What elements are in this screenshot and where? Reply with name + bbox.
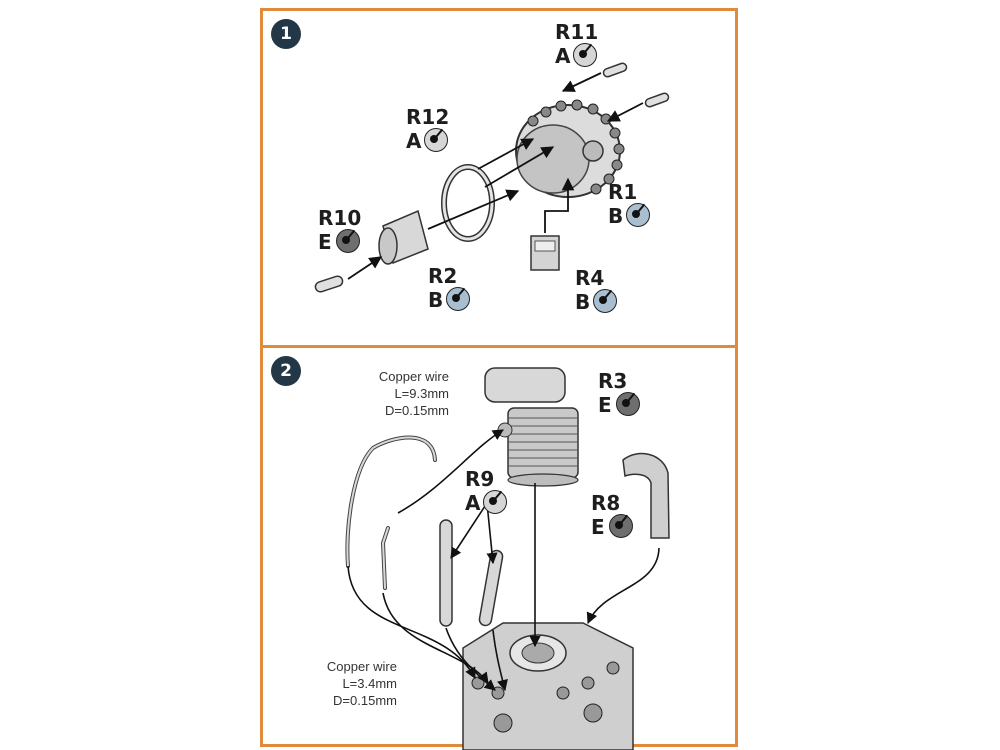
arrow-pin-lower — [606, 102, 644, 122]
bracket-part — [530, 235, 560, 271]
paint-finish-icon — [483, 490, 507, 514]
arrow-ring-to-crankcase-lower — [484, 146, 555, 188]
arrow-cone-to-ring — [427, 189, 520, 230]
finish-letter: A — [406, 129, 422, 153]
shaft-part — [314, 275, 344, 293]
step-1-badge: 1 — [271, 19, 301, 49]
arrow-bracket-to-crankcase — [544, 177, 575, 233]
wire-length: L=3.4mm — [342, 676, 397, 691]
arrow-exhaust-to-base — [586, 547, 660, 625]
paint-finish-icon — [593, 289, 617, 313]
part-code: R11 — [555, 20, 599, 44]
finish-letter: B — [608, 204, 624, 228]
part-code: R4 — [575, 266, 605, 290]
paint-finish-icon — [616, 392, 640, 416]
arrow-right-pushrod-to-base — [492, 629, 508, 692]
part-code: R2 — [428, 264, 458, 288]
pushrod-part-right — [478, 549, 504, 627]
part-code: R10 — [318, 206, 362, 230]
arrow-ring-to-crankcase-upper — [477, 138, 535, 170]
wire-length: L=9.3mm — [394, 386, 449, 401]
step-1-drawing — [314, 62, 670, 293]
finish-letter: A — [555, 44, 571, 68]
step-1-panel: 1 — [260, 8, 738, 348]
finish-letter: E — [598, 393, 612, 417]
exhaust-pipe-part — [622, 452, 670, 539]
wire-diameter: D=0.15mm — [385, 403, 449, 418]
cylinder-part — [484, 367, 579, 487]
finish-letter: E — [591, 515, 605, 539]
finish-letter: B — [575, 290, 591, 314]
pushrod-part-left — [439, 519, 453, 627]
arrow-shaft-to-cone — [347, 256, 383, 280]
paint-finish-icon — [626, 203, 650, 227]
arrow-r9-to-right-pushrod — [486, 502, 498, 565]
copper-wire-long — [345, 435, 437, 568]
paint-finish-icon — [609, 514, 633, 538]
paint-finish-icon — [573, 43, 597, 67]
wire-diameter: D=0.15mm — [333, 693, 397, 708]
pin-part-upper — [602, 62, 628, 78]
arrow-short-wire-to-base — [382, 592, 489, 684]
arrow-wire-to-cylinder — [397, 429, 504, 514]
copper-wire-note-long: Copper wire L=9.3mm D=0.15mm — [353, 368, 449, 419]
arrow-pin-upper — [561, 72, 602, 92]
part-code: R3 — [598, 369, 628, 393]
arrow-left-pushrod-to-base — [445, 627, 496, 691]
nose-cone-part — [378, 209, 429, 265]
wire-title: Copper wire — [378, 369, 449, 384]
wire-title: Copper wire — [326, 659, 397, 674]
finish-letter: E — [318, 230, 332, 254]
paint-finish-icon — [446, 287, 470, 311]
ring-part — [441, 164, 495, 242]
copper-wire-note-short: Copper wire L=3.4mm D=0.15mm — [301, 658, 397, 709]
part-code: R9 — [465, 467, 495, 491]
pin-part-lower — [644, 92, 670, 108]
paint-finish-icon — [336, 229, 360, 253]
engine-base-part — [462, 622, 634, 750]
step-2-panel: 2 — [260, 345, 738, 750]
finish-letter: A — [465, 491, 481, 515]
step-2-drawing — [345, 367, 670, 750]
part-code: R1 — [608, 180, 638, 204]
part-code: R12 — [406, 105, 450, 129]
part-code: R8 — [591, 491, 621, 515]
crankcase-part — [515, 99, 625, 198]
paint-finish-icon — [424, 128, 448, 152]
step-2-badge: 2 — [271, 356, 301, 386]
finish-letter: B — [428, 288, 444, 312]
arrow-r9-to-left-pushrod — [450, 502, 488, 559]
